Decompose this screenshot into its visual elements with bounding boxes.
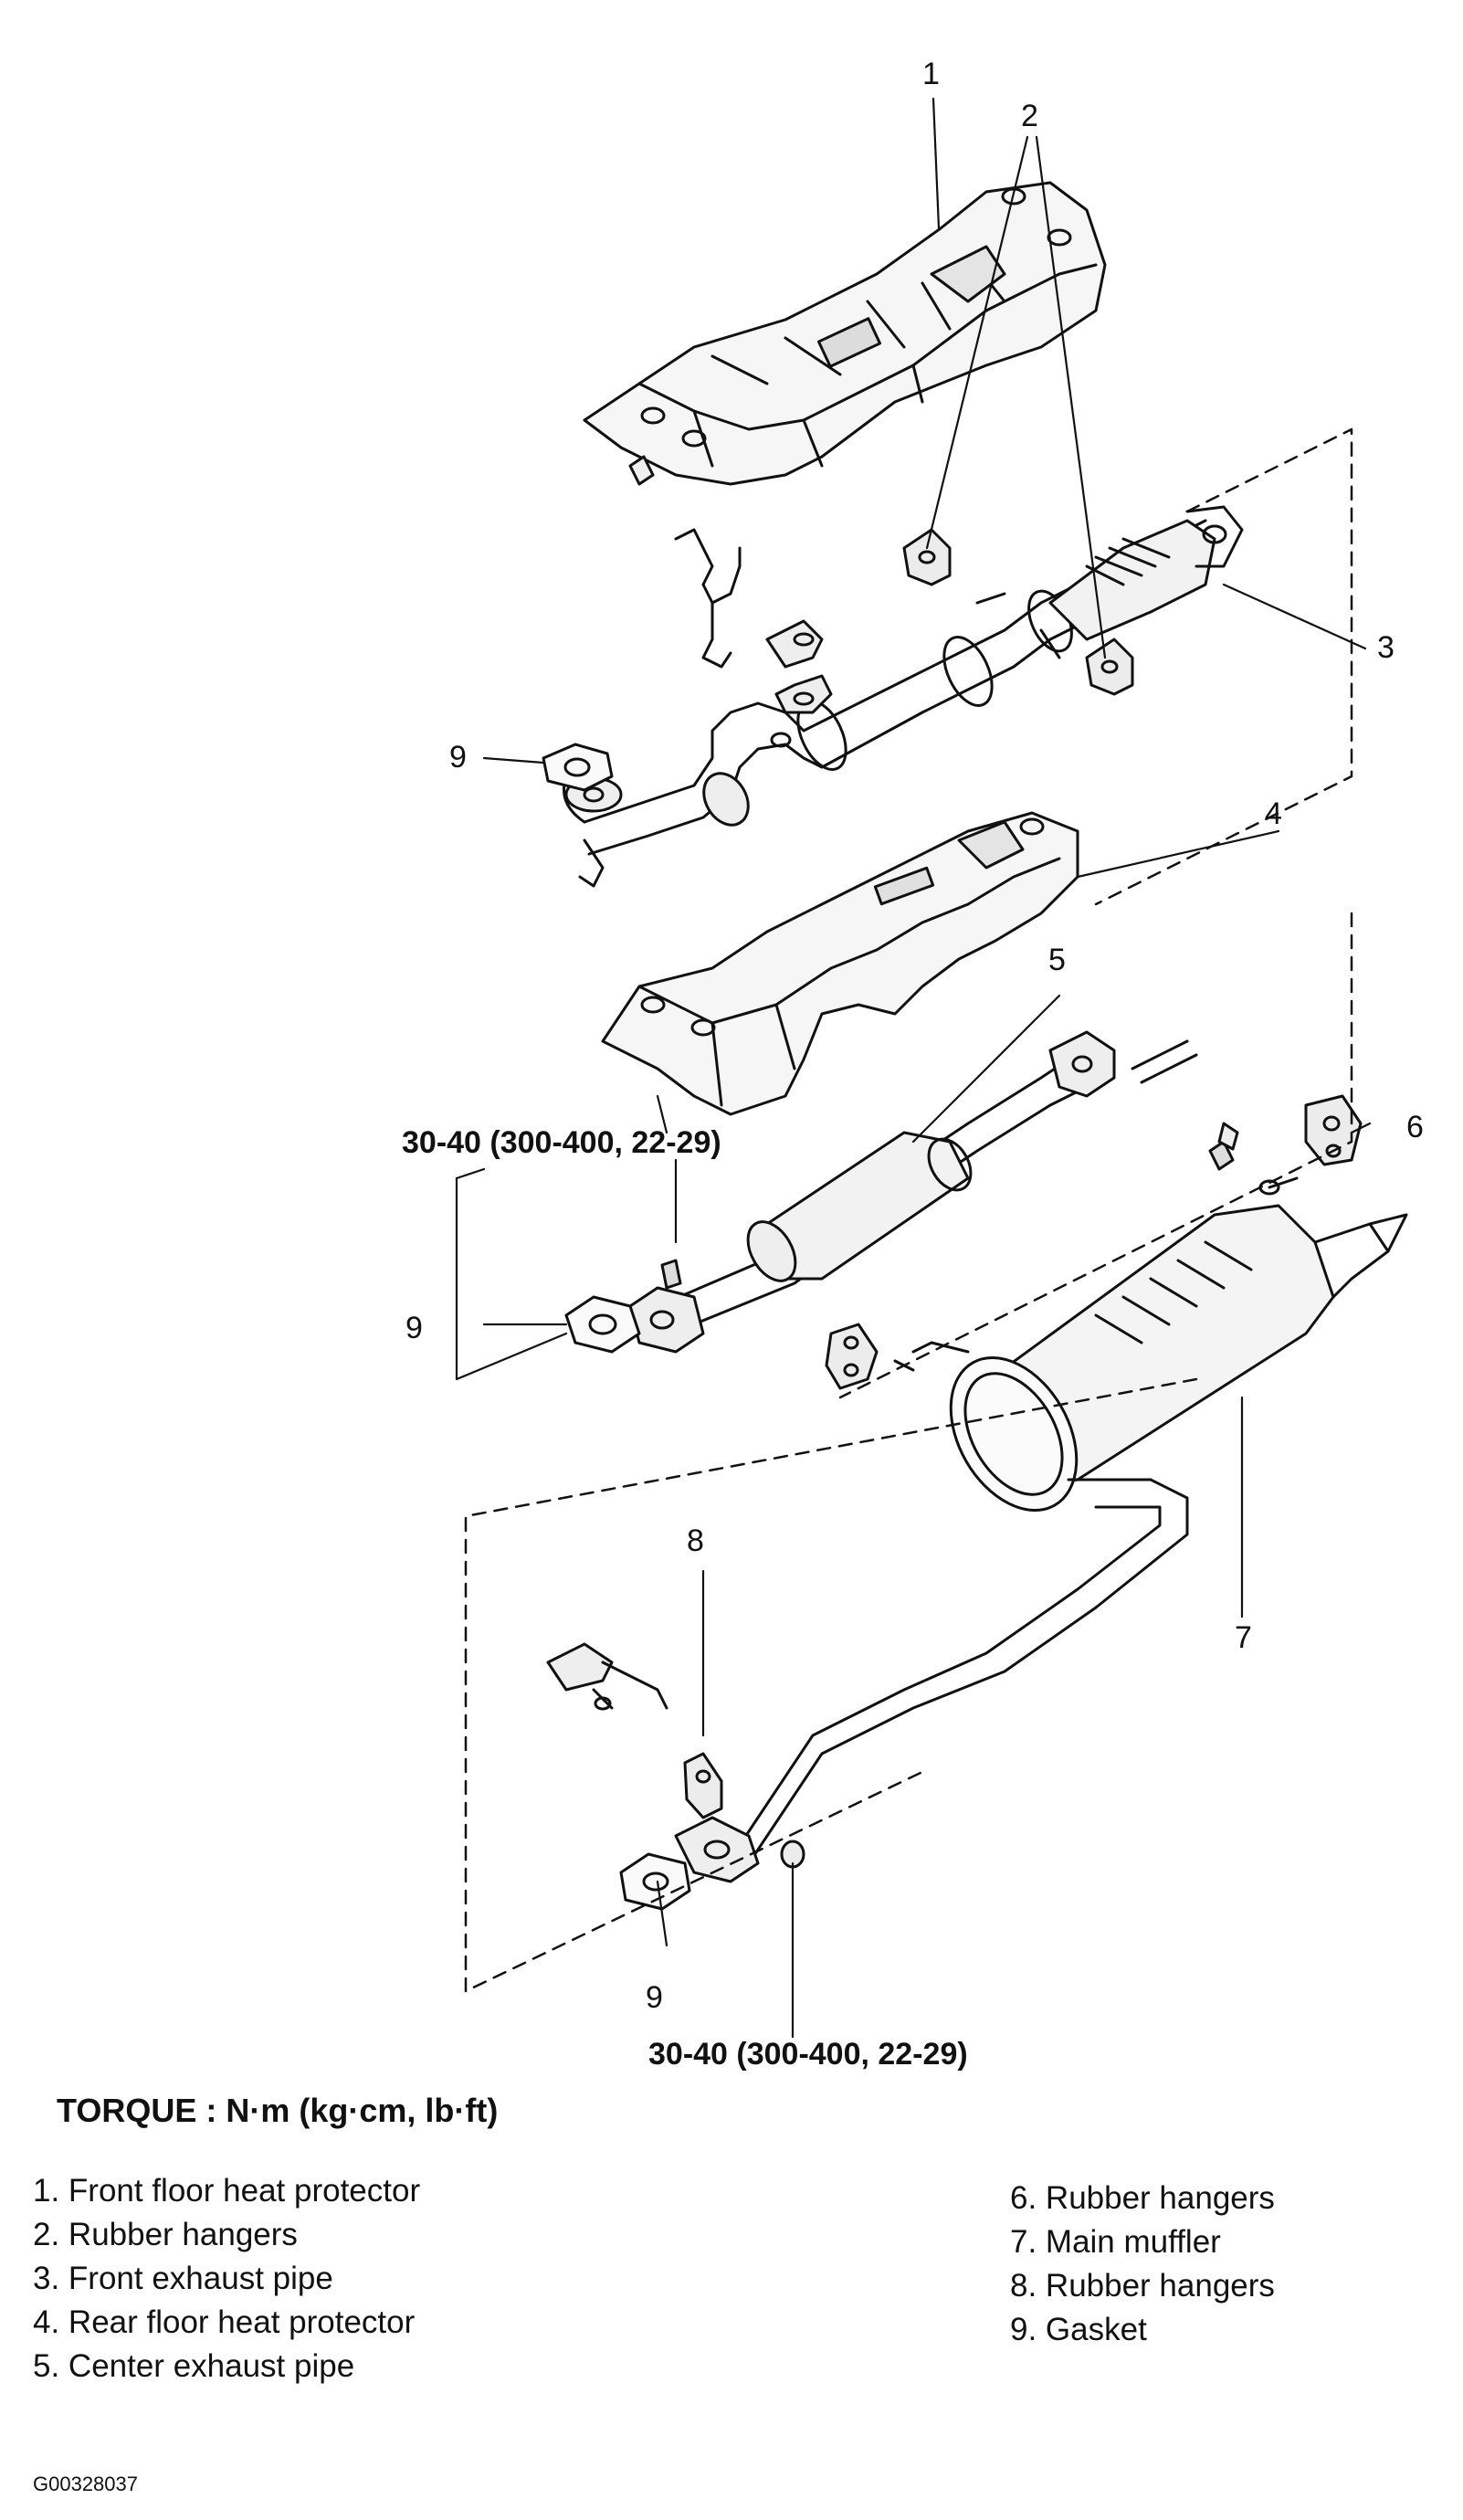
figure-code: G00328037 <box>33 2473 138 2495</box>
callout-5: 5 <box>1048 943 1066 977</box>
exhaust-system-exploded-diagram <box>455 97 1408 2039</box>
callout-3: 3 <box>1377 630 1395 665</box>
callout-9-center: 9 <box>405 1311 423 1345</box>
callout-4: 4 <box>1265 796 1282 831</box>
front-floor-heat-protector <box>583 181 1107 486</box>
legend-item-1: 1. Front floor heat protector <box>33 2173 421 2209</box>
rubber-hangers-lower <box>546 1642 723 1819</box>
center-exhaust-pipe <box>628 1030 1235 1354</box>
rear-floor-heat-protector <box>601 811 1079 1116</box>
callout-1: 1 <box>922 57 940 91</box>
callout-6: 6 <box>1406 1110 1424 1144</box>
gasket-lower <box>619 1852 691 1911</box>
rubber-hanger-muffler <box>825 1323 879 1390</box>
torque-heading: TORQUE : N·m (kg·cm, lb·ft) <box>57 2092 499 2129</box>
legend-left: 1. Front floor heat protector 2. Rubber … <box>33 2169 420 2388</box>
callout-2: 2 <box>1021 99 1038 133</box>
leader-lines <box>455 97 1372 2039</box>
main-muffler <box>738 1176 1408 1865</box>
legend-item-5: 5. Center exhaust pipe <box>33 2348 355 2384</box>
torque-spec-upper: 30-40 (300-400, 22-29) <box>402 1125 721 1160</box>
legend-item-7: 7. Main muffler <box>1010 2224 1221 2260</box>
callout-9-upper: 9 <box>449 740 467 775</box>
torque-spec-lower: 30-40 (300-400, 22-29) <box>648 2037 968 2072</box>
legend-right: 6. Rubber hangers 7. Main muffler 8. Rub… <box>1010 2177 1275 2352</box>
gasket-center <box>564 1295 641 1354</box>
gasket-upper <box>542 743 614 792</box>
callout-9-lower: 9 <box>646 1980 663 2015</box>
legend-item-8: 8. Rubber hangers <box>1010 2268 1275 2304</box>
legend-item-2: 2. Rubber hangers <box>33 2217 298 2252</box>
rear-pipe-flange <box>674 1816 805 1883</box>
rubber-hangers-right <box>1217 1094 1363 1166</box>
callout-8: 8 <box>687 1524 704 1558</box>
legend-item-3: 3. Front exhaust pipe <box>33 2261 333 2296</box>
group-frame-lower <box>464 1377 1198 1993</box>
legend-item-4: 4. Rear floor heat protector <box>33 2304 416 2340</box>
front-exhaust-pipe <box>563 505 1244 888</box>
group-frame-upper <box>1094 427 1353 906</box>
group-frame-center <box>838 912 1353 1399</box>
legend-item-6: 6. Rubber hangers <box>1010 2180 1275 2216</box>
callout-7: 7 <box>1235 1620 1252 1655</box>
legend-item-9: 9. Gasket <box>1010 2312 1147 2347</box>
